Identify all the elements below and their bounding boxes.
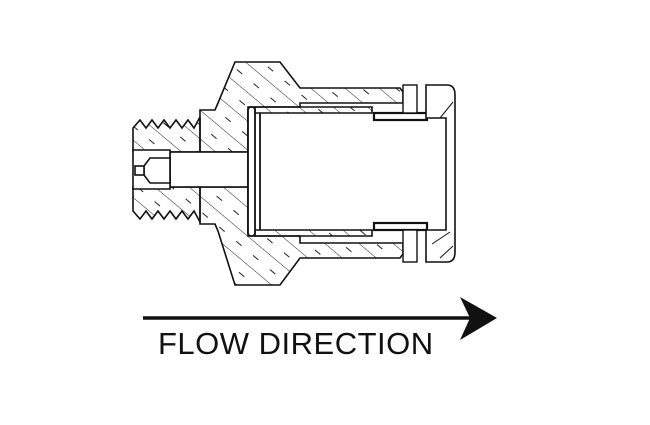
sleeve-flange — [247, 106, 261, 237]
end-cap — [425, 84, 456, 263]
flow-arrow — [143, 297, 497, 340]
tube-sleeve — [254, 106, 373, 237]
arrow-head-icon — [460, 297, 497, 340]
flow-direction-label: FLOW DIRECTION — [158, 326, 434, 361]
collet — [372, 84, 429, 263]
inner-bore — [132, 149, 249, 190]
